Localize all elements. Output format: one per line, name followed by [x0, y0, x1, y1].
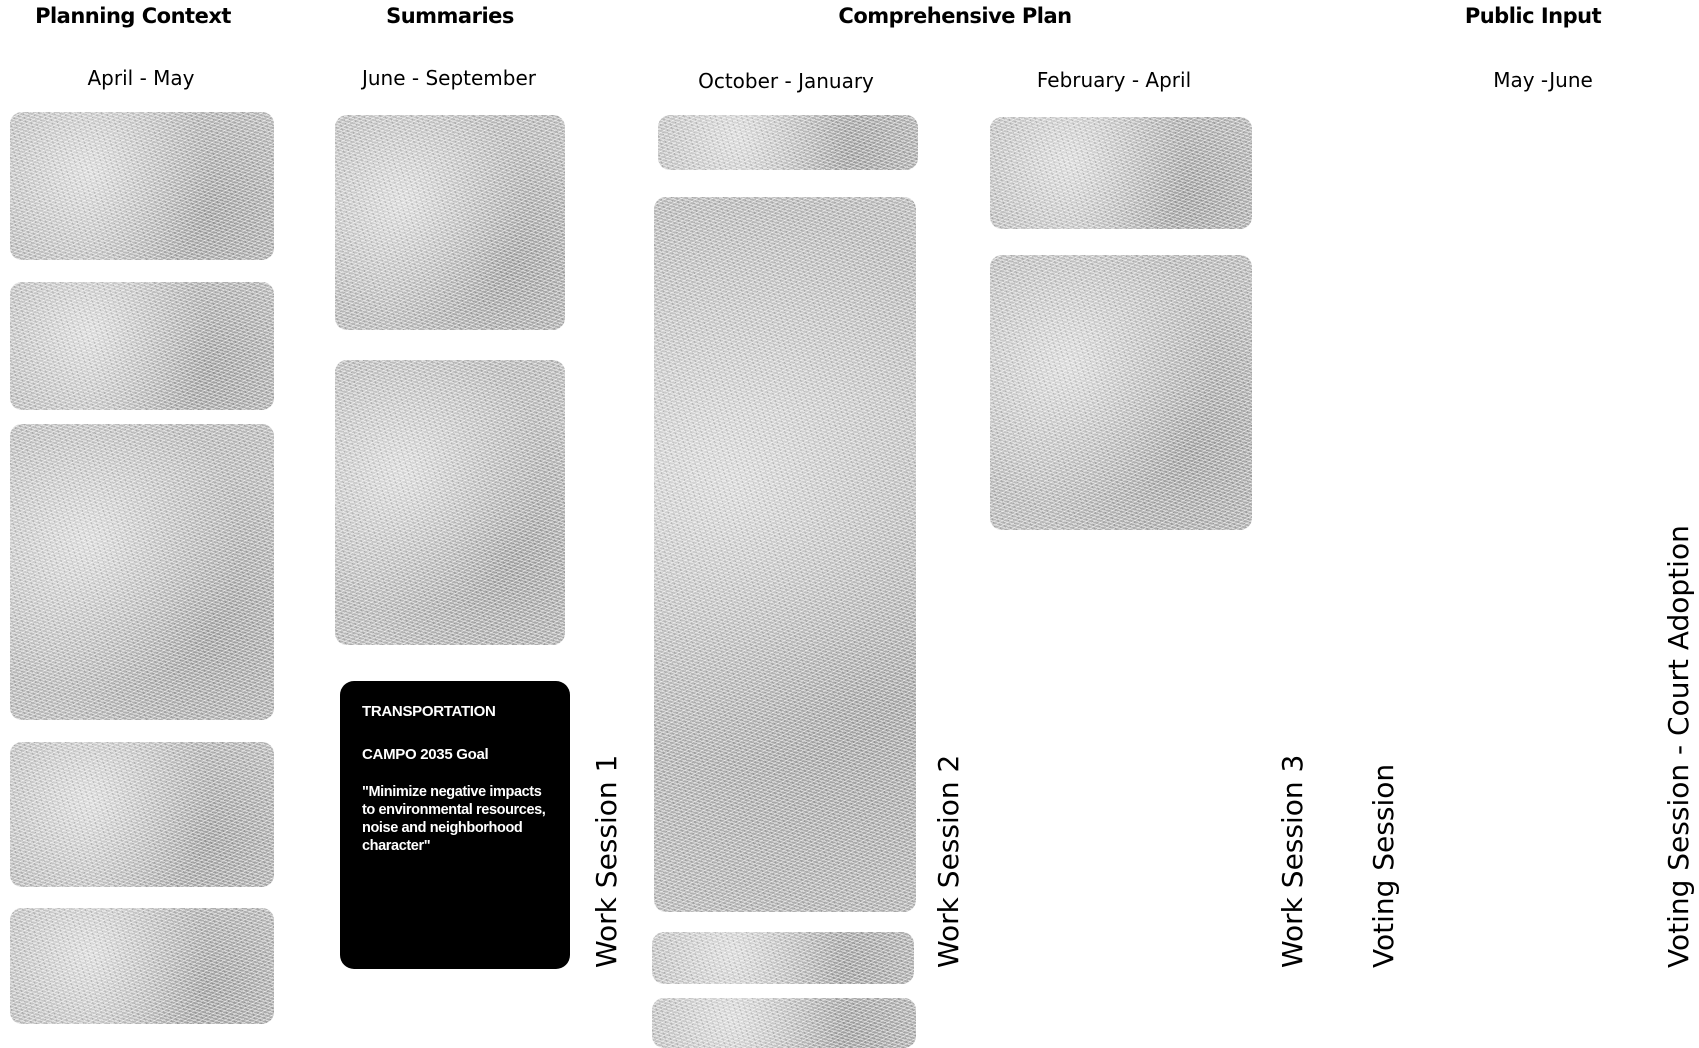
comp-plan-box-feb-1 [990, 117, 1252, 229]
planning-context-box-1 [10, 112, 274, 260]
label-work-session-1: Work Session 1 [590, 754, 623, 968]
label-work-session-3: Work Session 3 [1276, 754, 1309, 968]
planning-context-box-3 [10, 424, 274, 720]
transportation-title: TRANSPORTATION [362, 703, 496, 720]
planning-context-box-local-plans [10, 742, 274, 887]
header-planning-context: Planning Context [35, 4, 231, 28]
comp-plan-box-goals-objectives [654, 197, 916, 912]
transportation-box: TRANSPORTATION CAMPO 2035 Goal "Minimize… [340, 681, 570, 969]
summary-box-1 [335, 115, 565, 330]
comp-plan-box-growth [652, 932, 914, 984]
planning-context-box-county [10, 908, 274, 1024]
header-public-input: Public Input [1464, 4, 1602, 28]
date-april-may: April - May [87, 66, 195, 90]
header-summaries: Summaries [386, 4, 514, 28]
label-work-session-2: Work Session 2 [932, 754, 965, 968]
planning-context-box-2 [10, 282, 274, 410]
date-february-april: February - April [1036, 68, 1192, 92]
label-voting-session: Voting Session [1367, 763, 1400, 968]
comp-plan-box-bottom [652, 998, 916, 1048]
comp-plan-box-feb-2 [990, 255, 1252, 530]
date-may-june: May -June [1493, 68, 1593, 92]
date-october-january: October - January [698, 69, 874, 93]
transportation-goal-label: CAMPO 2035 Goal [362, 746, 489, 763]
summary-box-2 [335, 360, 565, 645]
label-voting-session-court-adoption: Voting Session - Court Adoption [1662, 525, 1695, 968]
comp-plan-box-top [658, 115, 918, 170]
header-comprehensive-plan: Comprehensive Plan [838, 4, 1072, 28]
transportation-quote: "Minimize negative impacts to environmen… [362, 784, 546, 854]
date-june-september: June - September [361, 66, 537, 90]
